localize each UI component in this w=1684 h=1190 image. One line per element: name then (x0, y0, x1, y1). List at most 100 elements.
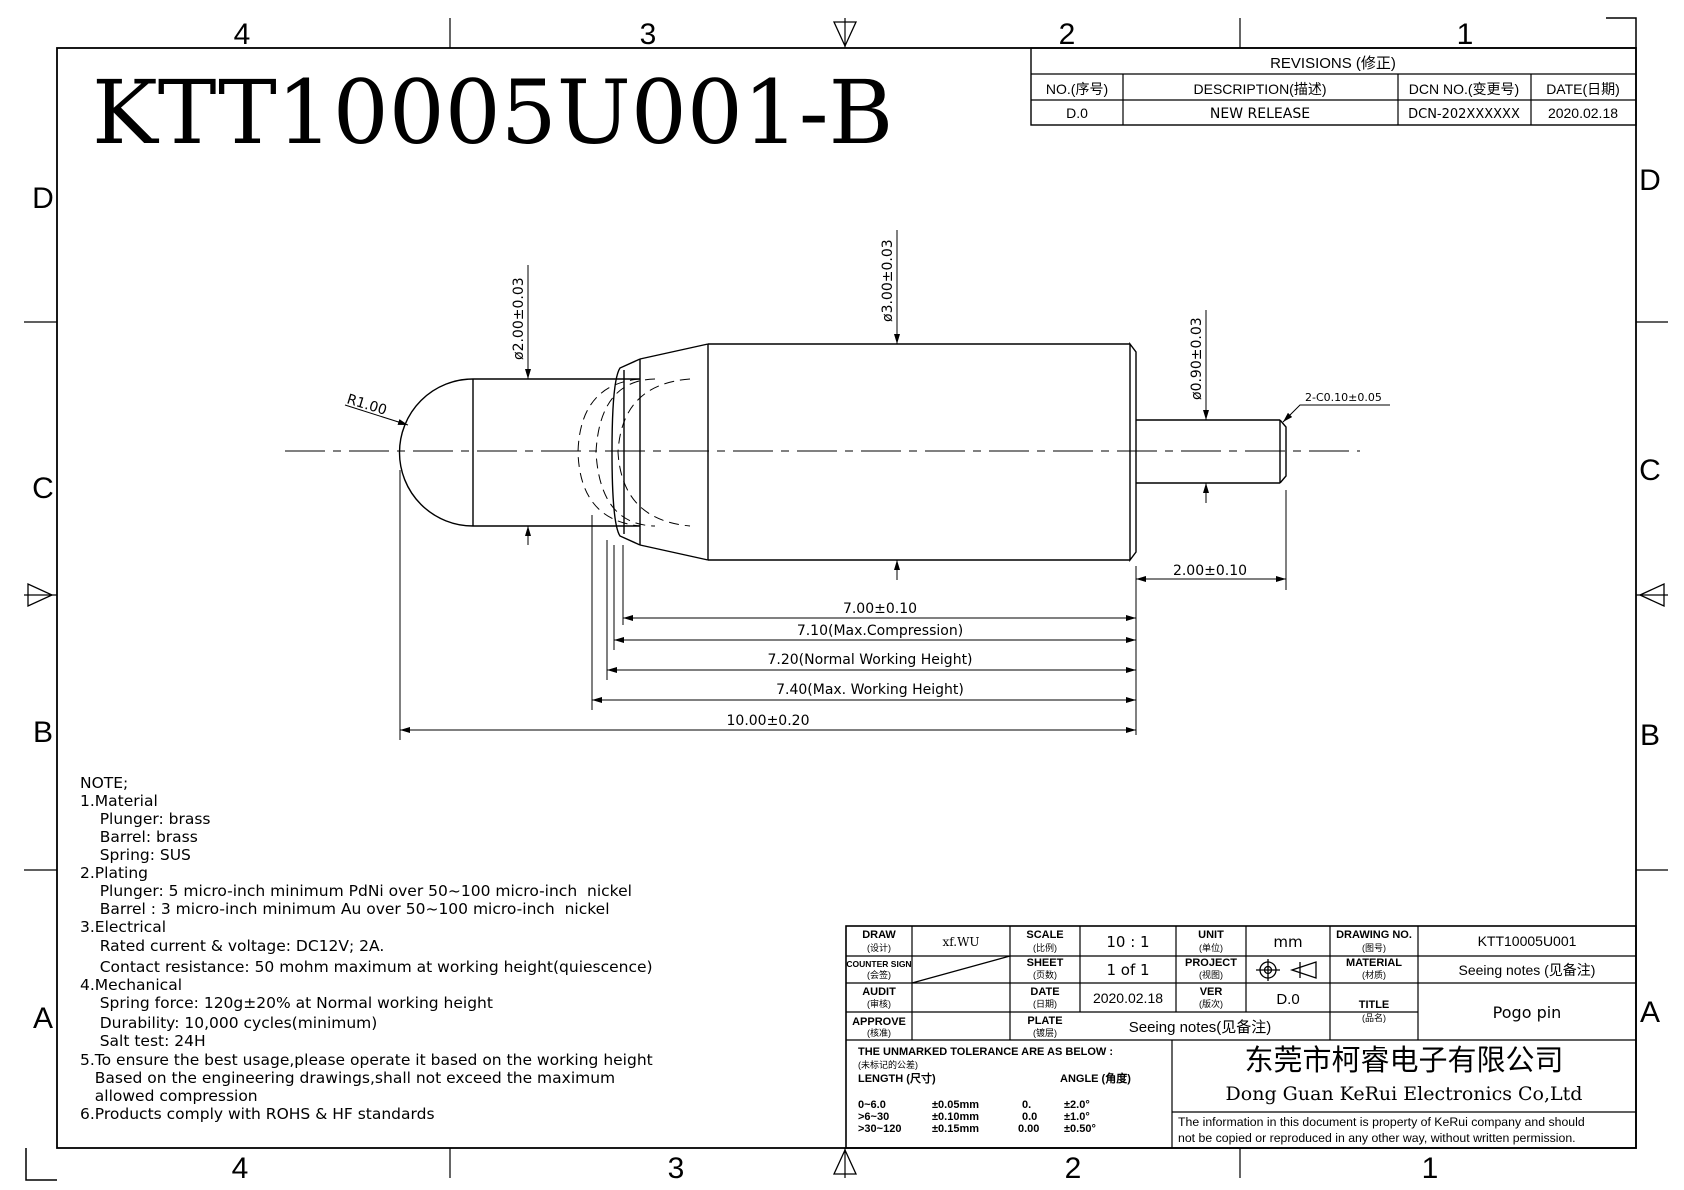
dim-plunger-diameter: ø2.00±0.03 (511, 277, 527, 360)
draw-label-cn: (设计) (867, 942, 891, 953)
plate-label-cn: (镀层) (1033, 1027, 1057, 1038)
approve-label-cn: (核准) (867, 1027, 891, 1038)
approve-label: APPROVE (852, 1016, 906, 1028)
rev-row-description: NEW RELEASE (1210, 106, 1310, 122)
zone-left-a: A (33, 1002, 53, 1035)
tol-angle: ±2.0° (1064, 1099, 1090, 1111)
zone-bottom-1: 1 (1422, 1152, 1439, 1185)
tol-decimal: 0. (1022, 1099, 1031, 1111)
sheet-value: 1 of 1 (1106, 961, 1149, 979)
zone-right-b: B (1640, 719, 1660, 752)
zone-top-3: 3 (640, 18, 657, 51)
rev-header-date: DATE(日期) (1546, 81, 1620, 97)
tol-angle: ±1.0° (1064, 1111, 1090, 1123)
title-block-text: DRAW (设计) xf.WU SCALE (比例) 10 : 1 UNIT (… (846, 929, 1595, 1145)
tol-decimal: 0.0 (1022, 1111, 1037, 1123)
tol-range: 0~6.0 (858, 1099, 886, 1111)
pogo-pin-outline (285, 341, 1360, 563)
revisions-title: REVISIONS (修正) (1270, 55, 1396, 72)
date-label: DATE (1030, 986, 1059, 998)
zone-labels: 4 3 2 1 4 3 2 1 D C B A D C B A (32, 18, 1661, 1185)
ver-label: VER (1200, 986, 1223, 998)
dim-max-working-height: 7.40(Max. Working Height) (776, 682, 964, 698)
date-value: 2020.02.18 (1093, 990, 1163, 1006)
note-line: 6.Products comply with ROHS & HF standar… (80, 1105, 435, 1123)
projection-symbol-icon (1256, 959, 1317, 981)
note-line: Spring: SUS (80, 846, 191, 864)
rev-row-dcn: DCN-202XXXXXX (1408, 107, 1520, 122)
audit-label-cn: (审核) (867, 998, 891, 1009)
note-line: 4.Mechanical (80, 976, 182, 994)
zone-left-b: B (33, 716, 53, 749)
tol-range: >6~30 (858, 1111, 889, 1123)
tol-decimal: 0.00 (1018, 1123, 1039, 1135)
company-name-en: Dong Guan KeRui Electronics Co,Ltd (1226, 1083, 1583, 1105)
title-label: TITLE (1359, 999, 1390, 1011)
dim-chamfer: 2-C0.10±0.05 (1305, 391, 1382, 404)
draw-value: xf.WU (942, 935, 979, 949)
zone-bottom-3: 3 (668, 1152, 685, 1185)
dimension-labels: ø2.00±0.03 ø3.00±0.03 ø0.90±0.03 R1.00 2… (345, 239, 1382, 729)
note-line: Barrel: brass (80, 828, 198, 846)
dim-radius: R1.00 (345, 392, 389, 419)
tolerance-angle-label: ANGLE (角度) (1060, 1071, 1131, 1085)
zone-left-d: D (32, 182, 54, 215)
centering-marks (27, 21, 1665, 1175)
unit-value: mm (1273, 933, 1302, 951)
scale-label-cn: (比例) (1033, 942, 1057, 953)
note-line: 3.Electrical (80, 918, 166, 936)
dim-barrel-diameter: ø3.00±0.03 (880, 239, 896, 322)
unit-label-cn: (单位) (1199, 942, 1223, 953)
rev-header-no: NO.(序号) (1046, 81, 1108, 97)
tolerance-table: 0~6.0 ±0.05mm 0. ±2.0° >6~30 ±0.10mm 0.0… (858, 1099, 1096, 1135)
hidden-lines (577, 378, 691, 527)
sheet-label-cn: (页数) (1033, 969, 1057, 980)
zone-top-2: 2 (1059, 18, 1076, 51)
drawing-no-value: KTT10005U001 (1478, 933, 1577, 949)
company-name-cn: 东莞市柯睿电子有限公司 (1244, 1044, 1563, 1077)
title-label-cn: (品名) (1362, 1012, 1386, 1023)
dim-max-compression: 7.10(Max.Compression) (797, 623, 963, 639)
scale-label: SCALE (1026, 929, 1063, 941)
tolerance-title-cn: (未标记的公差) (858, 1059, 918, 1070)
dim-barrel-length: 7.00±0.10 (843, 601, 917, 617)
material-label-cn: (材质) (1362, 969, 1386, 980)
note-line: Plunger: brass (80, 810, 211, 828)
tol-length: ±0.10mm (932, 1111, 979, 1123)
drawing-no-label: DRAWING NO. (1336, 929, 1412, 941)
dim-total-length: 10.00±0.20 (727, 713, 810, 729)
note-line: Based on the engineering drawings,shall … (80, 1069, 615, 1087)
project-label-cn: (视图) (1199, 969, 1223, 980)
note-line: Contact resistance: 50 mohm maximum at w… (80, 958, 653, 976)
material-label: MATERIAL (1346, 957, 1402, 969)
note-line: 2.Plating (80, 864, 148, 882)
zone-right-c: C (1639, 454, 1661, 487)
note-line: NOTE; (80, 774, 128, 792)
zone-top-1: 1 (1457, 18, 1474, 51)
tol-angle: ±0.50° (1064, 1123, 1096, 1135)
corner-marks (25, 17, 1637, 1181)
dim-normal-working-height: 7.20(Normal Working Height) (767, 652, 972, 668)
revisions-table: REVISIONS (修正) NO.(序号) DESCRIPTION(描述) D… (1030, 47, 1637, 126)
note-line: Spring force: 120g±20% at Normal working… (80, 994, 493, 1012)
rev-header-description: DESCRIPTION(描述) (1194, 81, 1327, 97)
rev-row-no: D.0 (1066, 105, 1088, 121)
title-block-grid (845, 925, 1637, 1149)
tolerance-title: THE UNMARKED TOLERANCE ARE AS BELOW : (858, 1046, 1113, 1058)
material-value: Seeing notes (见备注) (1459, 962, 1596, 978)
drawing-no-label-cn: (图号) (1362, 943, 1386, 953)
project-label: PROJECT (1185, 957, 1237, 969)
zone-bottom-2: 2 (1065, 1152, 1082, 1185)
counter-sign-label: COUNTER SIGN (846, 959, 911, 969)
zone-right-a: A (1640, 996, 1660, 1029)
dim-tail-diameter: ø0.90±0.03 (1189, 317, 1205, 400)
tol-length: ±0.05mm (932, 1099, 979, 1111)
plate-label: PLATE (1027, 1015, 1062, 1027)
note-line: allowed compression (80, 1087, 258, 1105)
counter-sign-label-cn: (会签) (867, 969, 891, 980)
drawing-number-title: KTT10005U001-B (92, 61, 893, 164)
tol-length: ±0.15mm (932, 1123, 979, 1135)
sheet-label: SHEET (1027, 957, 1064, 969)
scale-value: 10 : 1 (1106, 933, 1149, 951)
plate-value: Seeing notes(见备注) (1129, 1019, 1272, 1036)
